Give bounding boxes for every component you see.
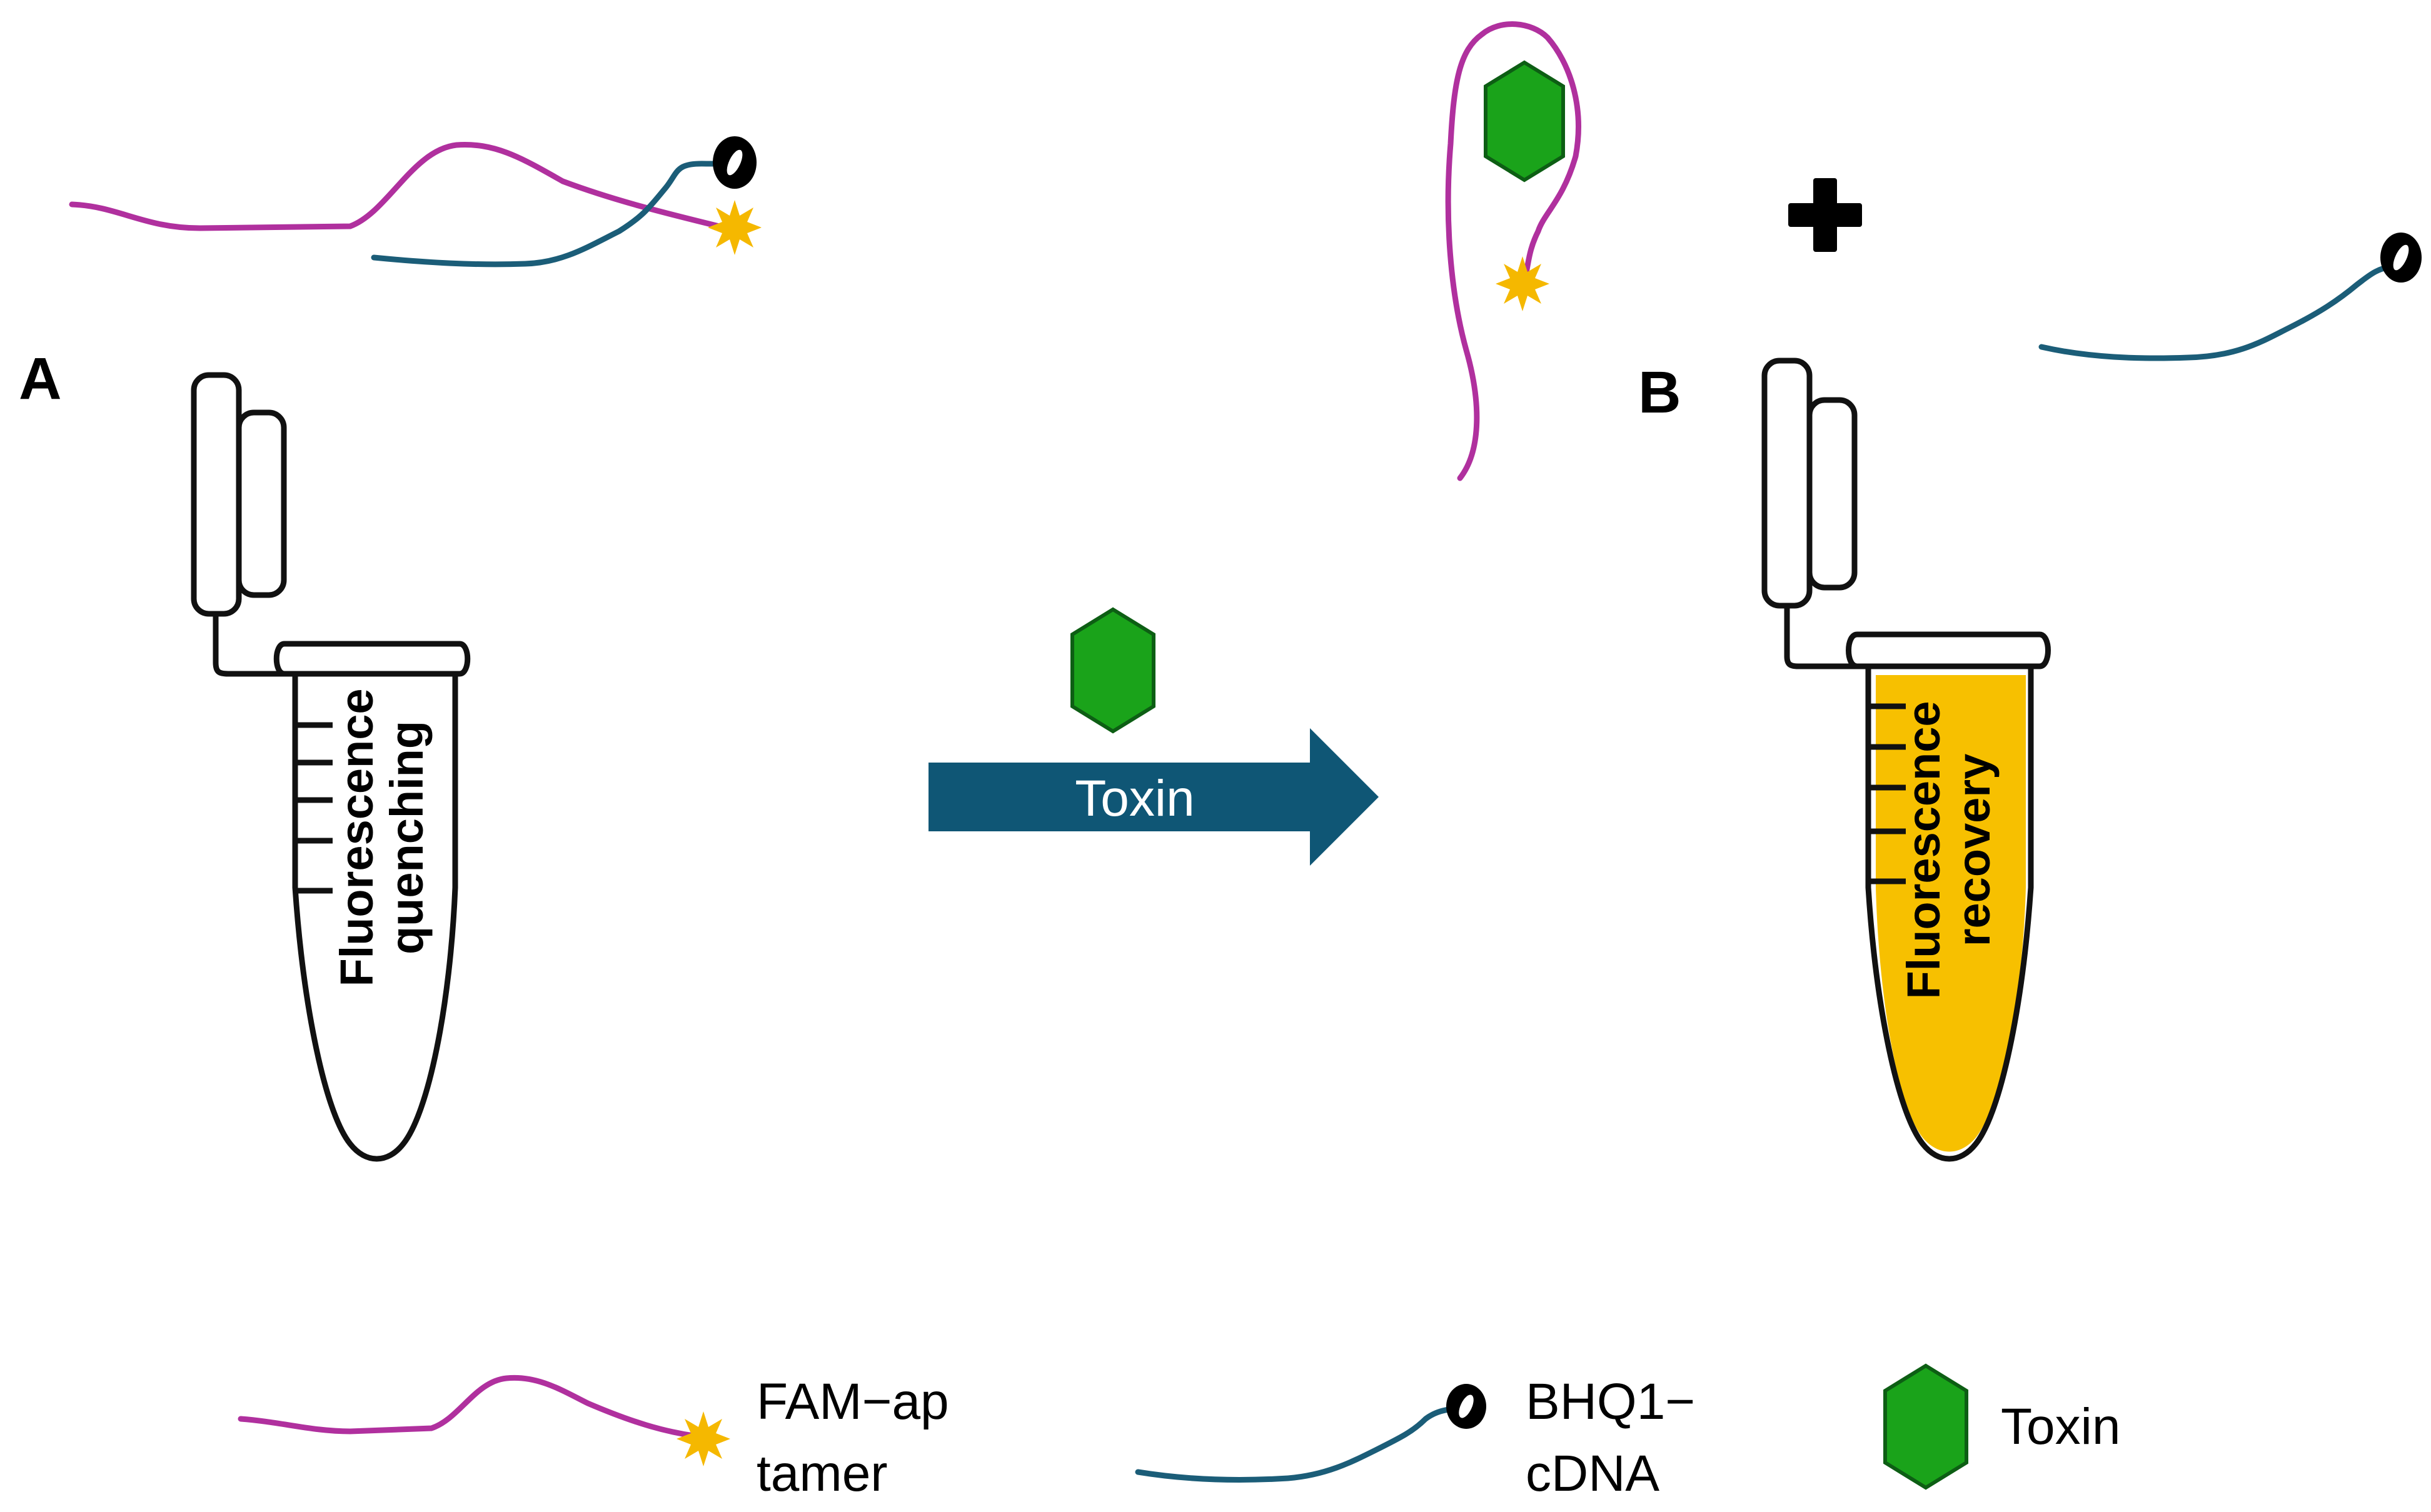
toxin-arrow-icon xyxy=(929,728,1379,866)
tube-rim xyxy=(273,641,471,677)
tube-hinge-link xyxy=(1784,606,1857,669)
panel-letter-b: B xyxy=(1638,359,1681,426)
legend-aptamer-label-line2: tamer xyxy=(757,1445,888,1502)
quencher-icon xyxy=(2380,233,2422,283)
tube-cap xyxy=(1806,397,1858,591)
panel-letter-a: A xyxy=(19,346,62,412)
fluorophore-star-icon xyxy=(708,200,762,255)
legend-aptamer: FAM−ap tamer xyxy=(238,1373,949,1502)
quencher-icon xyxy=(1446,1384,1486,1429)
tube-body xyxy=(292,674,458,1162)
fam-aptamer-strand xyxy=(69,142,735,231)
bound-toxin-hexagon-icon xyxy=(1484,60,1565,183)
graduation-marks xyxy=(1868,703,1906,884)
legend: FAM−ap tamer BHQ1− cDNA Toxin xyxy=(238,1363,2120,1502)
free-cdna xyxy=(2038,233,2422,361)
graduation-marks xyxy=(295,722,333,894)
toxin-hexagon-icon xyxy=(1883,1363,1968,1490)
tube-b-label-line1: Fluorescence xyxy=(1898,701,1950,999)
tube-cap xyxy=(236,409,287,598)
tube-a xyxy=(191,372,471,1162)
plus-icon xyxy=(1788,178,1862,252)
tube-b-label-line2: recovery xyxy=(1948,754,2000,947)
fam-aptamer-folded-strand xyxy=(1445,21,1581,481)
tube-body xyxy=(1865,666,2034,1162)
bhq1-cdna-strand xyxy=(1135,1405,1460,1483)
tube-a-label-line1: Fluorescence xyxy=(331,688,383,986)
tube-a-label-line2: quenching xyxy=(381,721,433,954)
tube-hinge-link xyxy=(213,614,284,677)
aptamer-toxin-complex xyxy=(1445,21,1581,481)
tube-rim xyxy=(1846,631,2051,669)
bhq1-cdna-strand xyxy=(2038,263,2398,361)
legend-toxin-label: Toxin xyxy=(2001,1398,2120,1455)
legend-toxin: Toxin xyxy=(1883,1363,2120,1490)
tube-cap-hinge xyxy=(191,372,242,617)
duplex-complex-a xyxy=(69,136,762,268)
bhq1-cdna-strand xyxy=(371,161,732,268)
toxin-hexagon-icon xyxy=(1070,607,1155,734)
legend-cdna: BHQ1− cDNA xyxy=(1135,1373,1695,1502)
quencher-icon xyxy=(713,136,757,189)
legend-aptamer-label-line1: FAM−ap xyxy=(757,1373,949,1430)
fam-aptamer-strand xyxy=(238,1374,700,1439)
tube-cap-hinge xyxy=(1761,358,1813,609)
legend-cdna-label-line1: BHQ1− xyxy=(1526,1373,1695,1430)
legend-cdna-label-line2: cDNA xyxy=(1526,1445,1659,1502)
fluorescence-fill xyxy=(1876,675,2026,1152)
tube-b xyxy=(1761,358,2051,1162)
arrow-label: Toxin xyxy=(1075,770,1194,827)
fluorophore-star-icon xyxy=(677,1411,730,1466)
fluorophore-star-icon xyxy=(1496,256,1549,311)
